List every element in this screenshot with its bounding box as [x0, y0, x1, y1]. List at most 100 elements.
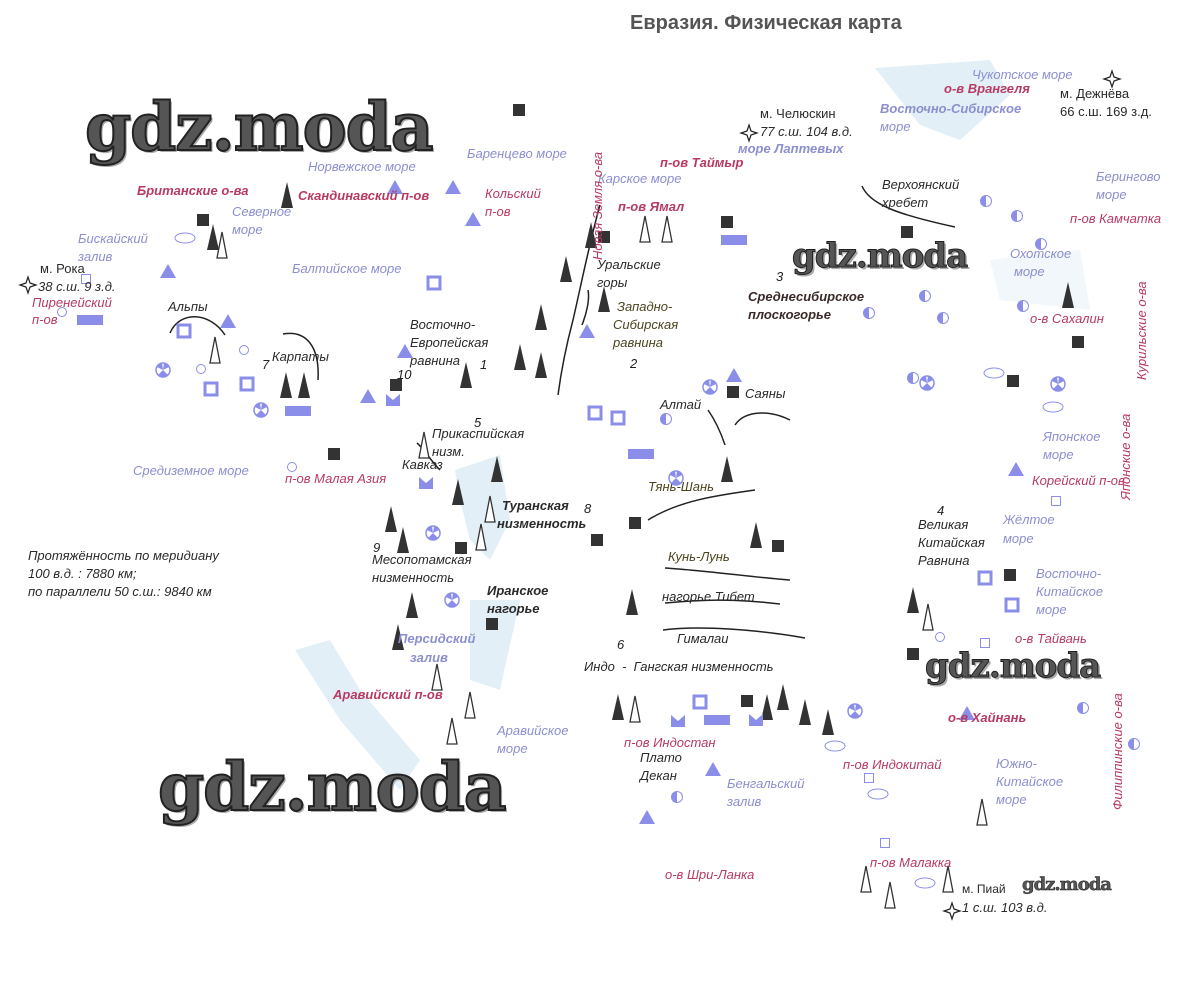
landform-label: Плато — [640, 750, 682, 765]
cape-coords: 77 с.ш. 104 в.д. — [760, 124, 853, 139]
ellipse-icon — [867, 788, 889, 800]
small-circle-icon — [239, 345, 249, 355]
cape-star-icon — [1102, 69, 1122, 89]
sea-label: Восточно-Сибирское — [880, 101, 1022, 116]
half-circle-icon — [660, 413, 666, 425]
landform-label: Алтай — [660, 397, 702, 412]
deposit-square-icon — [390, 379, 402, 391]
volcano-outline-icon — [884, 881, 896, 909]
landform-label: Сибирская — [613, 317, 679, 332]
mountain-ridge-lines — [169, 185, 956, 639]
volcano-outline-icon — [976, 798, 988, 826]
radiation-icon — [157, 363, 169, 378]
mountain-peak-icon — [452, 479, 464, 505]
mountain-peak-icon — [750, 522, 762, 548]
blue-triangle-icon — [387, 180, 403, 194]
salt-icon — [419, 477, 433, 489]
peninsula-label: п-ов Камчатка — [1070, 211, 1162, 226]
deposit-square-icon — [741, 695, 753, 707]
blue-triangle-icon — [1008, 462, 1024, 476]
landform-label: Месопотамская — [372, 552, 472, 567]
half-circle-icon — [1011, 210, 1017, 222]
sea-label: Жёлтое — [1003, 512, 1055, 527]
mountain-peak-icon — [560, 256, 572, 282]
deposit-square-icon — [727, 386, 739, 398]
mountain-peak-icon — [777, 684, 789, 710]
watermark: gdz.moda — [157, 747, 508, 827]
landform-label: Великая — [918, 517, 969, 532]
extent-note: 100 в.д. : 7880 км; — [28, 566, 137, 581]
ore-square-icon — [692, 694, 708, 710]
sea-label: море — [1036, 602, 1067, 617]
half-circle-icon — [907, 372, 913, 384]
volcano-outline-icon — [860, 865, 872, 893]
blue-triangle-icon — [705, 762, 721, 776]
volcano-outline-icon — [661, 215, 673, 243]
map-number: 4 — [937, 503, 945, 518]
extent-note: Протяжённость по меридиану — [28, 548, 219, 563]
island-label: о-в Хайнань — [948, 710, 1027, 725]
blue-triangle-icon — [360, 389, 376, 403]
landform-label: Верхоянский — [882, 177, 960, 192]
peninsula-label: п-ов — [485, 204, 511, 219]
volcano-outline-icon — [639, 215, 651, 243]
blue-rect-icon — [77, 315, 103, 325]
sea-label: море Лаптевых — [738, 141, 844, 156]
mountain-peak-icon — [535, 352, 547, 378]
ore-square-icon — [1004, 597, 1020, 613]
landform-label: низменность — [497, 516, 587, 531]
volcano-outline-icon — [216, 231, 228, 259]
volcano-outline-icon — [418, 431, 430, 459]
mountain-peak-icon — [298, 372, 310, 398]
blue-triangle-icon — [579, 324, 595, 338]
island-label: Филиппинские о-ва — [1110, 693, 1125, 810]
mountain-peak-icon — [280, 372, 292, 398]
half-circle-icon — [1077, 702, 1083, 714]
sea-label: море — [1043, 447, 1074, 462]
watermark: gdz.moda — [791, 236, 968, 277]
ore-square-icon — [239, 376, 255, 392]
half-circle-icon — [980, 195, 986, 207]
deposit-square-icon — [598, 231, 610, 243]
sea-label: Восточно- — [1036, 566, 1102, 581]
salt-icon — [671, 715, 685, 727]
cape-coords: 66 с.ш. 169 з.д. — [1060, 104, 1152, 119]
landform-label: равнина — [613, 335, 664, 350]
half-circle-icon — [1128, 738, 1134, 750]
deposit-square-icon — [1004, 569, 1016, 581]
mountain-peak-icon — [535, 304, 547, 330]
ellipse-icon — [1042, 401, 1064, 413]
landform-label: равнина — [410, 353, 461, 368]
sea-label: Охотское — [1010, 246, 1072, 261]
peninsula-label: Скандинавский п-ов — [298, 188, 430, 203]
small-circle-icon — [57, 307, 67, 317]
blue-rect-icon — [628, 449, 654, 459]
map-title: Евразия. Физическая карта — [630, 12, 902, 34]
ellipse-icon — [914, 877, 936, 889]
small-square-icon — [880, 838, 890, 848]
sea-label: Бенгальский — [727, 776, 805, 791]
sea-label: Баренцево море — [467, 146, 567, 161]
landform-label: Индо - Гангская низменность — [584, 659, 774, 674]
deposit-square-icon — [455, 542, 467, 554]
island-label: Британские о-ва — [137, 183, 249, 198]
peninsula-label: п-ов Таймыр — [660, 155, 744, 170]
landform-label: горы — [597, 275, 628, 290]
radiation-icon — [704, 380, 716, 395]
sea-label: Китайское — [1036, 584, 1104, 599]
sea-label: Карское море — [598, 171, 682, 186]
landform-label: Европейская — [410, 335, 489, 350]
landform-label: Иранское — [487, 583, 549, 598]
landform-label: хребет — [882, 195, 929, 210]
mountain-peak-icon — [799, 699, 811, 725]
volcano-outline-icon — [484, 495, 496, 523]
landform-label: Альпы — [168, 299, 208, 314]
small-square-icon — [980, 638, 990, 648]
blue-rect-icon — [704, 715, 730, 725]
watermark: gdz.moda — [84, 87, 435, 167]
radiation-icon — [849, 704, 861, 719]
sea-label: Балтийское море — [292, 261, 402, 276]
salt-icon — [749, 714, 763, 726]
mountain-peak-icon — [822, 709, 834, 735]
small-circle-icon — [935, 632, 945, 642]
